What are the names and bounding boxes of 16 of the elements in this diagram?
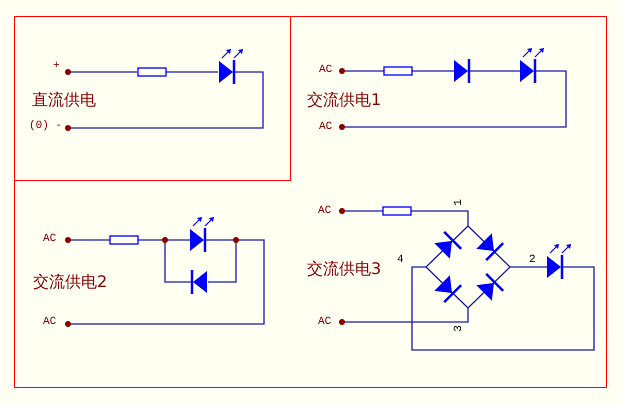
node-number: 1 xyxy=(454,199,465,206)
terminal-label: AC xyxy=(319,122,332,133)
terminal-label: AC xyxy=(319,65,332,76)
terminal-label: AC xyxy=(318,206,332,217)
terminal-label: AC xyxy=(43,234,56,245)
circuit-title: 交流供电3 xyxy=(307,261,382,277)
circuit-title: 交流供电1 xyxy=(307,92,382,108)
node-number: 2 xyxy=(529,255,536,266)
node-number: 4 xyxy=(397,255,404,266)
circuit-title: 直流供电 xyxy=(32,92,96,108)
terminal-label: AC xyxy=(318,317,332,328)
circuit-title: 交流供电2 xyxy=(33,274,108,290)
terminal-label: + xyxy=(53,61,60,72)
terminal-label: AC xyxy=(43,317,56,328)
terminal-label: (0) - xyxy=(29,121,62,132)
node-number: 3 xyxy=(454,325,465,332)
